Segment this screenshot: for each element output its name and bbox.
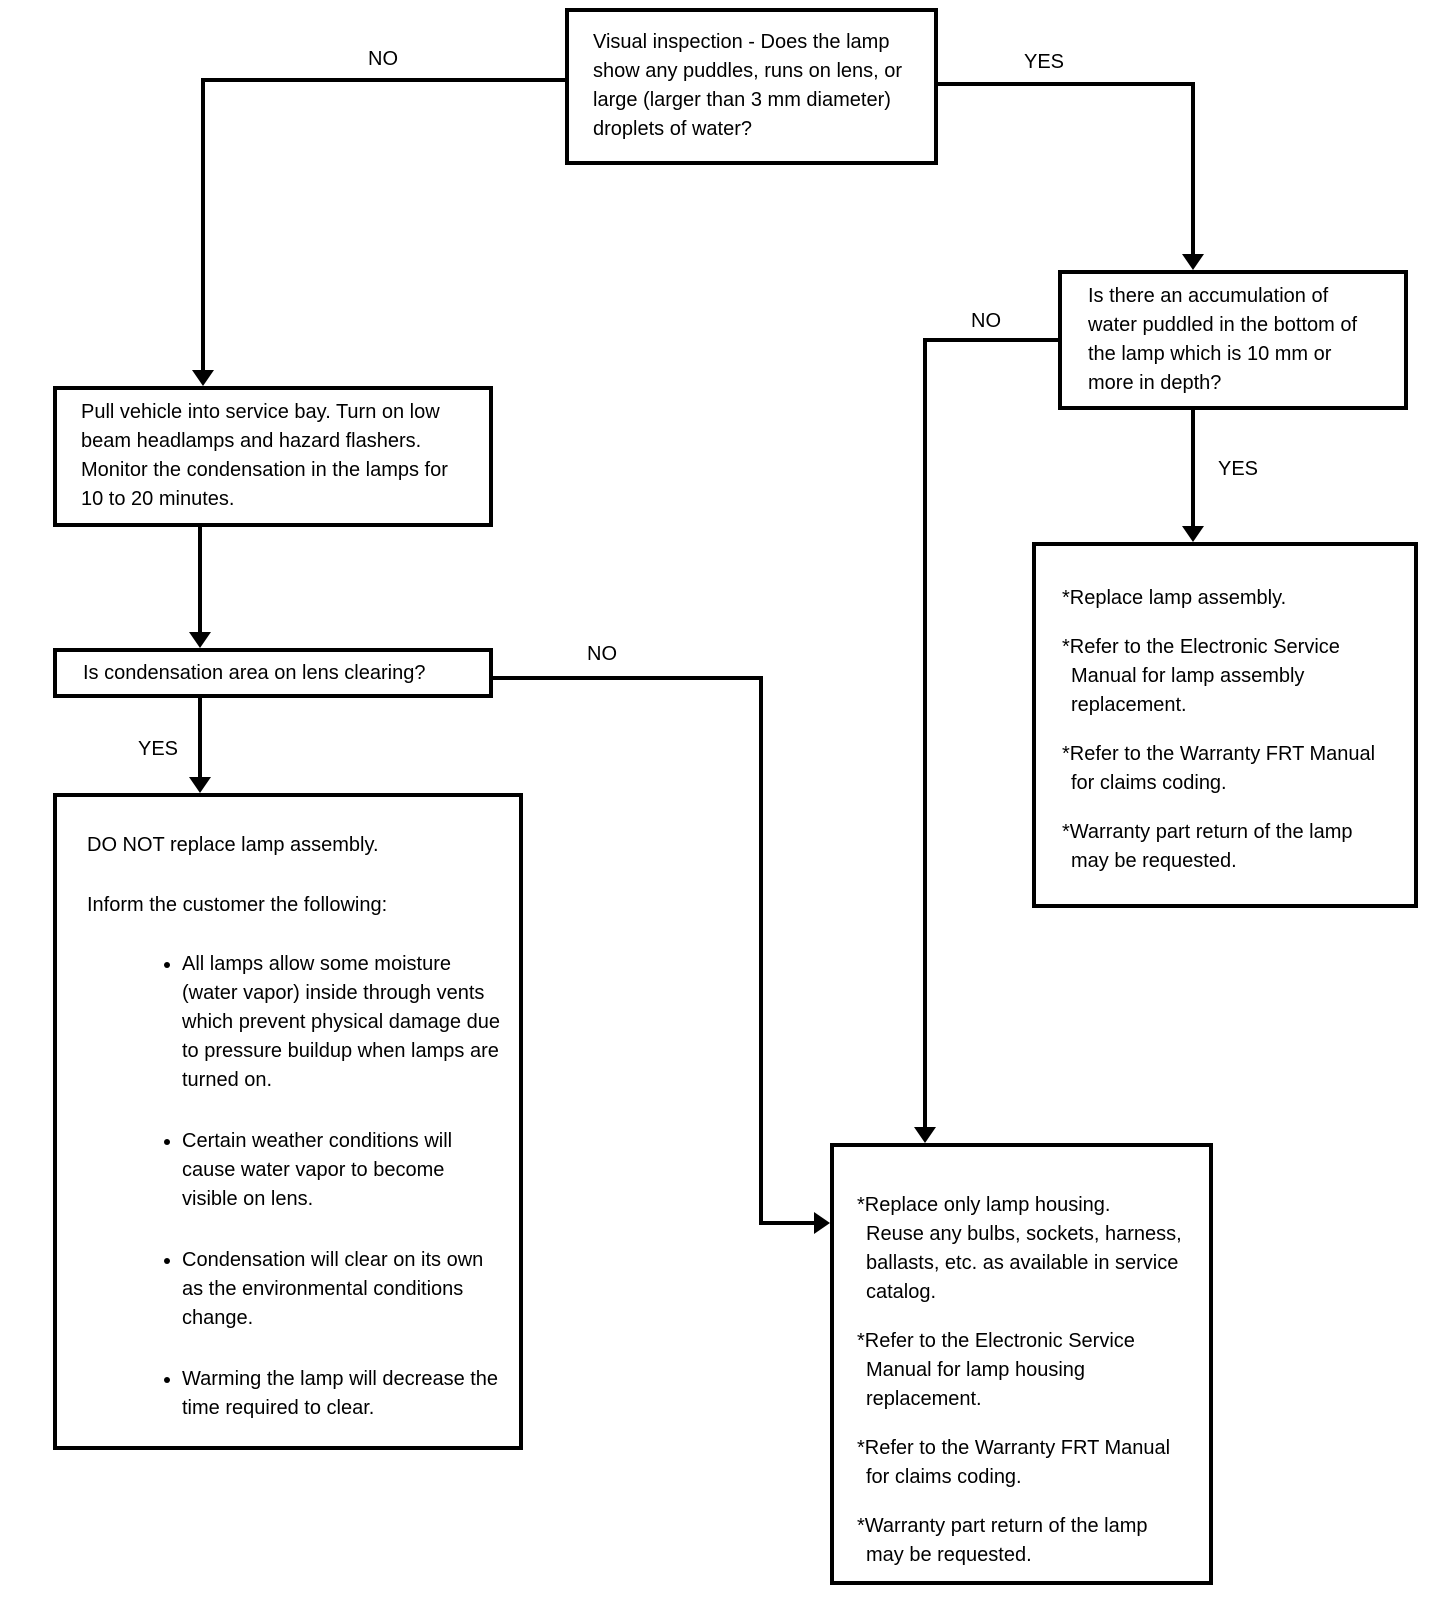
- edge-visual-no-vline: [201, 78, 205, 372]
- do-not-replace-intro: Inform the customer the following:: [87, 894, 388, 916]
- edge-clearing-no-hline-bottom: [759, 1221, 814, 1225]
- edge-visual-yes-hline: [936, 82, 1195, 86]
- node-pull-vehicle-text: Pull vehicle into service bay. Turn on l…: [81, 401, 448, 510]
- replace-housing-item: *Replace only lamp housing. Reuse any bu…: [857, 1194, 1182, 1303]
- edge-label-clearing-no: NO: [562, 641, 642, 667]
- customer-info-item: All lamps allow some moisture (water vap…: [182, 950, 511, 1095]
- edge-label-clearing-yes: YES: [118, 736, 198, 762]
- node-pull-vehicle: Pull vehicle into service bay. Turn on l…: [53, 386, 493, 527]
- edge-clearing-no-vline: [759, 676, 763, 1225]
- node-visual-inspection: Visual inspection - Does the lamp show a…: [565, 8, 938, 165]
- node-replace-assembly: *Replace lamp assembly. *Refer to the El…: [1032, 542, 1418, 908]
- replace-assembly-item: *Refer to the Electronic Service Manual …: [1062, 636, 1340, 716]
- node-accumulation-question: Is there an accumulation of water puddle…: [1058, 270, 1408, 410]
- edge-accumulation-no-vline: [923, 338, 927, 1127]
- node-clearing-question-text: Is condensation area on lens clearing?: [83, 661, 426, 684]
- edge-clearing-no-arrowhead: [814, 1212, 830, 1234]
- edge-label-accumulation-yes: YES: [1198, 456, 1278, 482]
- customer-info-item: Certain weather conditions will cause wa…: [182, 1127, 511, 1214]
- replace-housing-item: *Refer to the Warranty FRT Manual for cl…: [857, 1437, 1171, 1488]
- edge-clearing-no-hline-top: [493, 676, 763, 680]
- edge-accumulation-yes-arrowhead: [1182, 526, 1204, 542]
- replace-assembly-item: *Refer to the Warranty FRT Manual for cl…: [1062, 743, 1376, 794]
- do-not-replace-heading: DO NOT replace lamp assembly.: [87, 834, 379, 856]
- replace-assembly-item: *Replace lamp assembly.: [1062, 587, 1287, 609]
- node-accumulation-question-text: Is there an accumulation of water puddle…: [1088, 285, 1358, 394]
- edge-visual-no-arrowhead: [192, 370, 214, 386]
- node-do-not-replace: DO NOT replace lamp assembly. Inform the…: [53, 793, 523, 1450]
- replace-housing-item: *Refer to the Electronic Service Manual …: [857, 1330, 1135, 1410]
- edge-label-visual-yes: YES: [1004, 49, 1084, 75]
- customer-info-item: Warming the lamp will decrease the time …: [182, 1365, 511, 1423]
- replace-housing-item: *Warranty part return of the lamp may be…: [857, 1515, 1148, 1566]
- replace-assembly-item: *Warranty part return of the lamp may be…: [1062, 821, 1353, 872]
- node-replace-housing: *Replace only lamp housing. Reuse any bu…: [830, 1143, 1213, 1585]
- edge-clearing-yes-vline: [198, 698, 202, 777]
- node-visual-inspection-text: Visual inspection - Does the lamp show a…: [593, 31, 903, 140]
- edge-visual-yes-arrowhead: [1182, 254, 1204, 270]
- node-clearing-question: Is condensation area on lens clearing?: [53, 648, 493, 698]
- customer-info-item: Condensation will clear on its own as th…: [182, 1246, 511, 1333]
- edge-visual-no-hline: [201, 78, 569, 82]
- edge-accumulation-yes-vline: [1191, 410, 1195, 526]
- edge-monitor-arrowhead: [189, 632, 211, 648]
- edge-accumulation-no-arrowhead: [914, 1127, 936, 1143]
- edge-label-visual-no: NO: [343, 46, 423, 72]
- edge-monitor-vline: [198, 527, 202, 634]
- edge-clearing-yes-arrowhead: [189, 777, 211, 793]
- edge-label-accumulation-no: NO: [946, 308, 1026, 334]
- edge-visual-yes-vline: [1191, 82, 1195, 254]
- customer-info-list: All lamps allow some moisture (water vap…: [87, 950, 511, 1423]
- edge-accumulation-no-hline: [923, 338, 1058, 342]
